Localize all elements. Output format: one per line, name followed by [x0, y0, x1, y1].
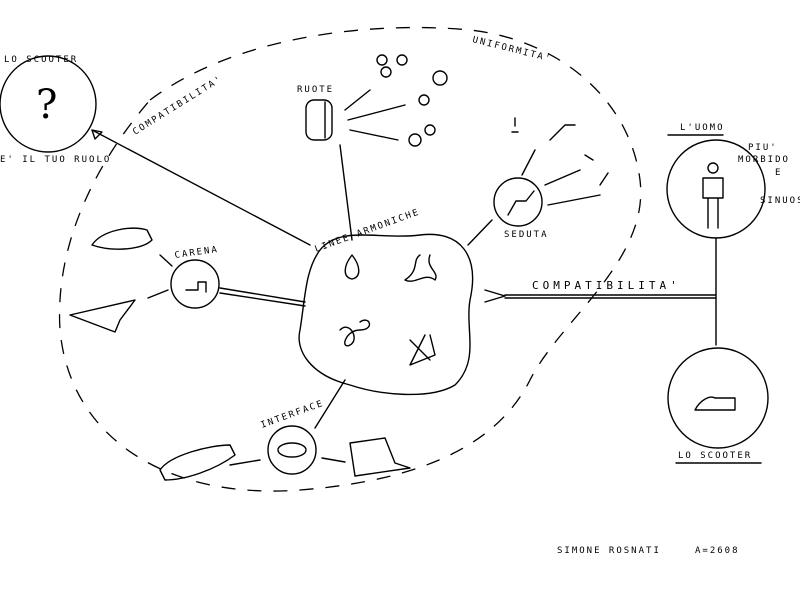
laptop-sketch-icon: [349, 437, 411, 477]
unknown-scooter-node: LO SCOOTER ? E' IL TUO RUOLO: [0, 55, 111, 165]
wheels-node: RUOTE: [297, 54, 448, 241]
man-title: L'UOMO: [680, 123, 725, 133]
link-line: [91, 129, 311, 246]
wheels-label: RUOTE: [297, 85, 334, 95]
seat-node: SEDUTA: [467, 117, 609, 246]
unknown-scooter-title: LO SCOOTER: [4, 55, 78, 65]
uniformity-label: UNIFORMITA': [471, 35, 553, 64]
seat-label: SEDUTA: [504, 230, 549, 240]
harmonic-lines-node: LINEE ARMONICHE: [298, 207, 474, 396]
man-note: PIU': [748, 143, 778, 153]
man-note: SINUOSO: [760, 196, 800, 206]
man-note: E: [775, 168, 782, 178]
man-note: MORBIDO: [738, 155, 790, 165]
dashed-boundary: [58, 26, 642, 492]
interface-node: INTERFACE: [159, 379, 411, 481]
jet-sketch-icon: [69, 299, 136, 333]
author-name: SIMONE ROSNATI: [557, 546, 661, 556]
center-label: LINEE ARMONICHE: [314, 207, 422, 254]
scooter-title: LO SCOOTER: [678, 451, 752, 461]
compatibility-arrow: [484, 289, 717, 303]
fairing-node: CARENA: [69, 227, 306, 333]
dashboard-sketch-icon: [159, 444, 236, 481]
car-sketch-icon: [91, 227, 153, 250]
man-node: L'UOMO PIU' MORBIDO E SINUOSO: [666, 123, 800, 239]
scooter-sketch-icon: [694, 396, 736, 411]
arrow-head-icon: [91, 129, 103, 140]
compatibility-right-label: COMPATIBILITA': [532, 279, 681, 292]
author-id: A=2608: [695, 546, 740, 556]
scooter-node: LO SCOOTER: [667, 347, 769, 464]
question-mark-icon: ?: [36, 82, 57, 128]
unknown-scooter-caption: E' IL TUO RUOLO: [0, 155, 111, 165]
fairing-label: CARENA: [174, 245, 219, 261]
